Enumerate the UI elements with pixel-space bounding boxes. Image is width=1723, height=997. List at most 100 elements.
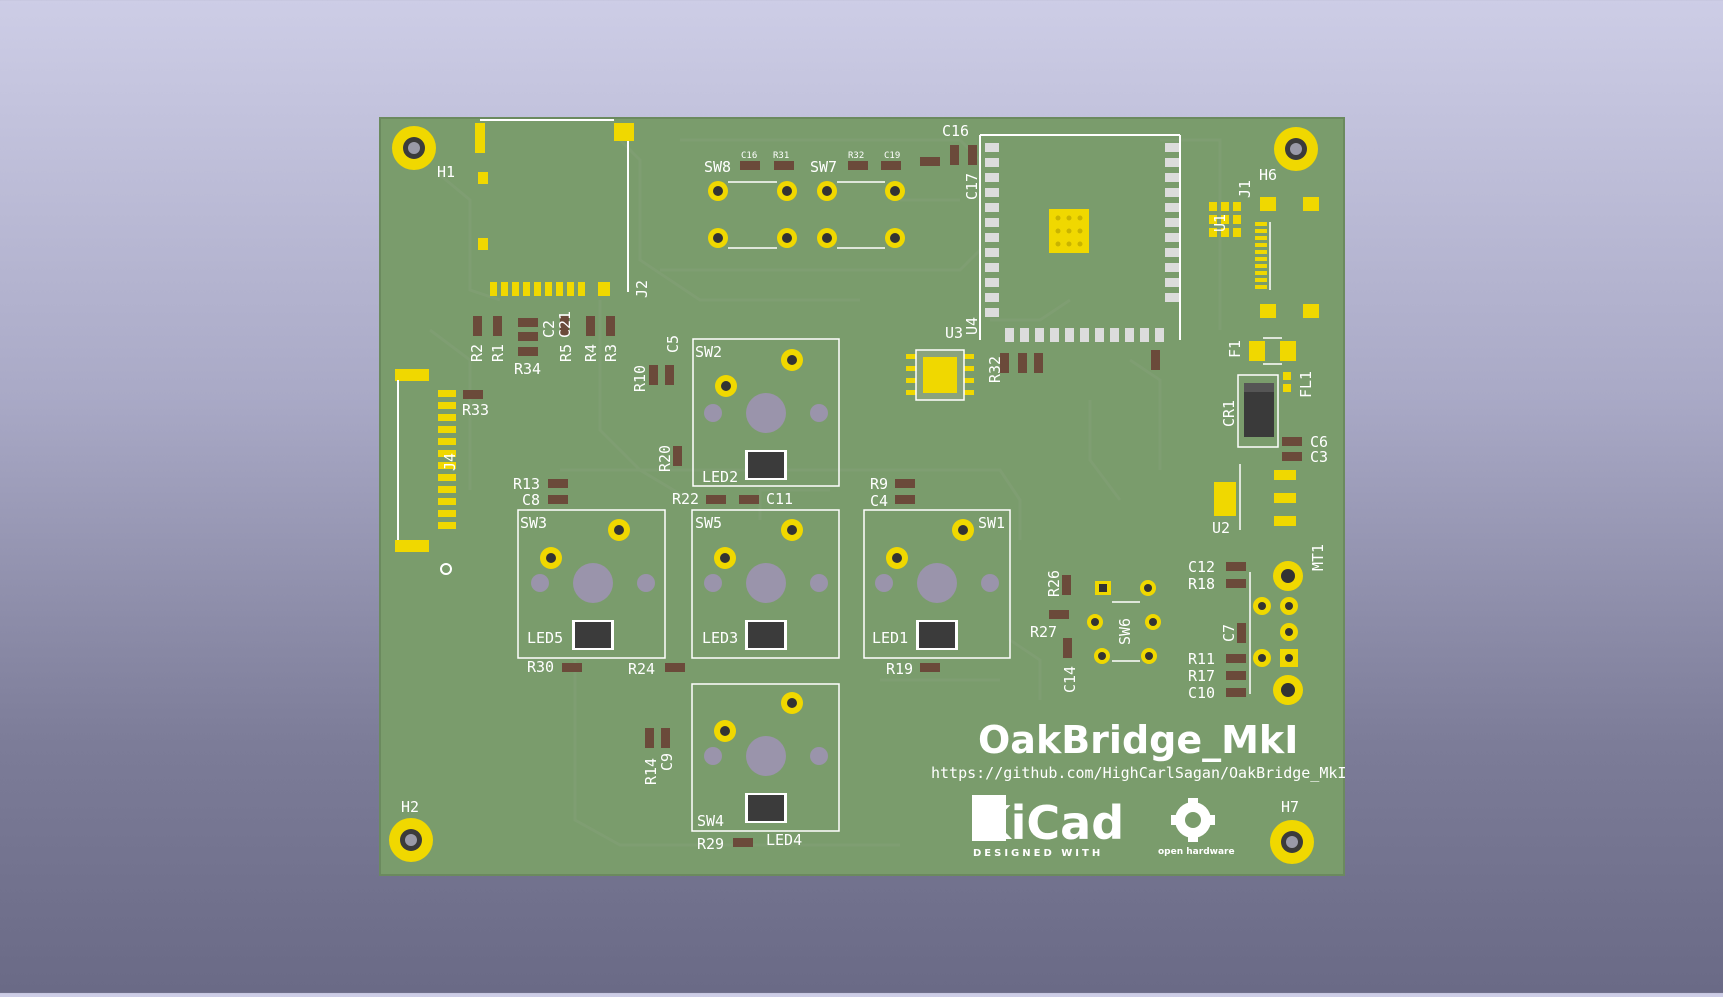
- label-led4: LED4: [766, 831, 802, 849]
- label-c6: C5: [664, 335, 682, 353]
- label-r22: R26: [1045, 570, 1063, 597]
- label-r2: R2: [468, 344, 486, 362]
- label-c3: C3: [1310, 448, 1328, 466]
- label-r11: R11: [1188, 650, 1215, 668]
- label-r23: R29: [697, 835, 724, 853]
- label-r20: R24: [628, 660, 655, 678]
- label-h2: H2: [401, 798, 419, 816]
- label-fl1: FL1: [1297, 371, 1315, 398]
- keyswitch-sw1: [863, 509, 1011, 659]
- label-c14: C14: [1061, 666, 1079, 693]
- mounting-hole-h6: [1274, 127, 1318, 171]
- label-r5: R5: [557, 344, 575, 362]
- label-h7: H7: [1281, 798, 1299, 816]
- keyswitch-sw4: [691, 683, 840, 832]
- label-u4: U4: [963, 317, 981, 335]
- ic-u1: [1209, 202, 1241, 237]
- keyswitch-sw5: [691, 509, 840, 659]
- label-r33: R33: [462, 401, 489, 419]
- label-r25: R30: [527, 658, 554, 676]
- label-r13: R13: [513, 475, 540, 493]
- header-mt1: [1249, 561, 1303, 705]
- label-led3: LED3: [702, 629, 738, 647]
- label-c4: C6: [1310, 433, 1328, 451]
- label-r27: R31: [773, 151, 789, 161]
- label-r17: R19: [886, 660, 913, 678]
- board-url: https://github.com/HighCarlSagan/OakBrid…: [931, 764, 1346, 782]
- label-u1: U1: [1211, 214, 1229, 232]
- label-c9: C9: [658, 753, 676, 771]
- connector-j1: [1255, 197, 1319, 318]
- mounting-hole-h2: [389, 818, 433, 862]
- label-r29: R32: [848, 151, 864, 161]
- label-r3: R3: [602, 344, 620, 362]
- label-r9: R9: [870, 475, 888, 493]
- label-r15: R17: [1188, 667, 1215, 685]
- label-sw6: SW6: [1116, 618, 1134, 645]
- label-h1: H1: [437, 163, 455, 181]
- kicad-logo-subtext: DESIGNED WITH: [973, 848, 1103, 859]
- label-r34: R34: [514, 360, 541, 378]
- label-f1: F1: [1226, 340, 1244, 358]
- switch-sw7: [817, 181, 905, 249]
- label-c5: C4: [870, 492, 888, 510]
- silkscreen-labels: H1 H2 H6 H7 SW8 SW7 SW2 SW3 SW5 SW1 SW4 …: [401, 122, 1328, 853]
- board-title: OakBridge_MkI: [978, 718, 1298, 762]
- label-c16: C16: [942, 122, 969, 140]
- label-r24: R27: [1030, 623, 1057, 641]
- label-j1: J1: [1236, 180, 1254, 198]
- label-r10: R10: [631, 365, 649, 392]
- label-mt1: MT1: [1309, 544, 1327, 571]
- label-sw8: SW8: [704, 158, 731, 176]
- label-c10: C10: [1188, 684, 1215, 702]
- label-j4: J4: [441, 453, 459, 471]
- label-r18: R20: [656, 445, 674, 472]
- label-c18: C17: [963, 173, 981, 200]
- mounting-hole-h7: [1270, 820, 1314, 864]
- label-c11: C12: [1188, 558, 1215, 576]
- label-r14: R14: [642, 758, 660, 785]
- keyswitch-sw3: [517, 509, 666, 659]
- label-c7: C7: [1220, 624, 1238, 642]
- smd-passives: [463, 145, 1302, 847]
- label-led2: LED2: [702, 468, 738, 486]
- label-cr1: CR1: [1220, 400, 1238, 427]
- label-c19: C19: [884, 151, 900, 161]
- label-c12: C11: [766, 490, 793, 508]
- oshw-label: open hardware: [1158, 847, 1235, 857]
- pcb-board: [379, 117, 1345, 876]
- fuse-f1: [1249, 337, 1296, 365]
- label-u3: U3: [945, 324, 963, 342]
- label-r1: R1: [489, 344, 507, 362]
- label-sw4: SW4: [697, 812, 724, 830]
- label-r19: R22: [672, 490, 699, 508]
- label-led5: LED5: [527, 629, 563, 647]
- switch-sw6: [1087, 580, 1161, 664]
- label-c2: C2: [540, 320, 558, 338]
- label-sw5: SW5: [695, 514, 722, 532]
- label-c21: C21: [556, 311, 574, 338]
- switch-sw8: [708, 181, 797, 249]
- label-sw2: SW2: [695, 343, 722, 361]
- mounting-hole-h1: [392, 126, 436, 170]
- oshw-logo-icon: open hardware: [1158, 798, 1235, 857]
- label-r26: R32: [986, 356, 1004, 383]
- kicad-logo: KiCad DESIGNED WITH: [972, 795, 1124, 859]
- label-j2: J2: [633, 280, 651, 298]
- label-u2: U2: [1212, 519, 1230, 537]
- label-sw1: SW1: [978, 514, 1005, 532]
- regulator-u2: [1214, 464, 1296, 530]
- module-u4: [979, 134, 1181, 342]
- label-c17: C16: [741, 151, 757, 161]
- keyswitch-sw2: [692, 338, 840, 487]
- ic-u3: [906, 349, 974, 401]
- label-r16: R18: [1188, 575, 1215, 593]
- label-r4: R4: [582, 344, 600, 362]
- connector-j2: [475, 119, 634, 296]
- label-h6: H6: [1259, 166, 1277, 184]
- diode-cr1: [1237, 372, 1291, 448]
- label-c8: C8: [522, 491, 540, 509]
- label-sw3: SW3: [520, 514, 547, 532]
